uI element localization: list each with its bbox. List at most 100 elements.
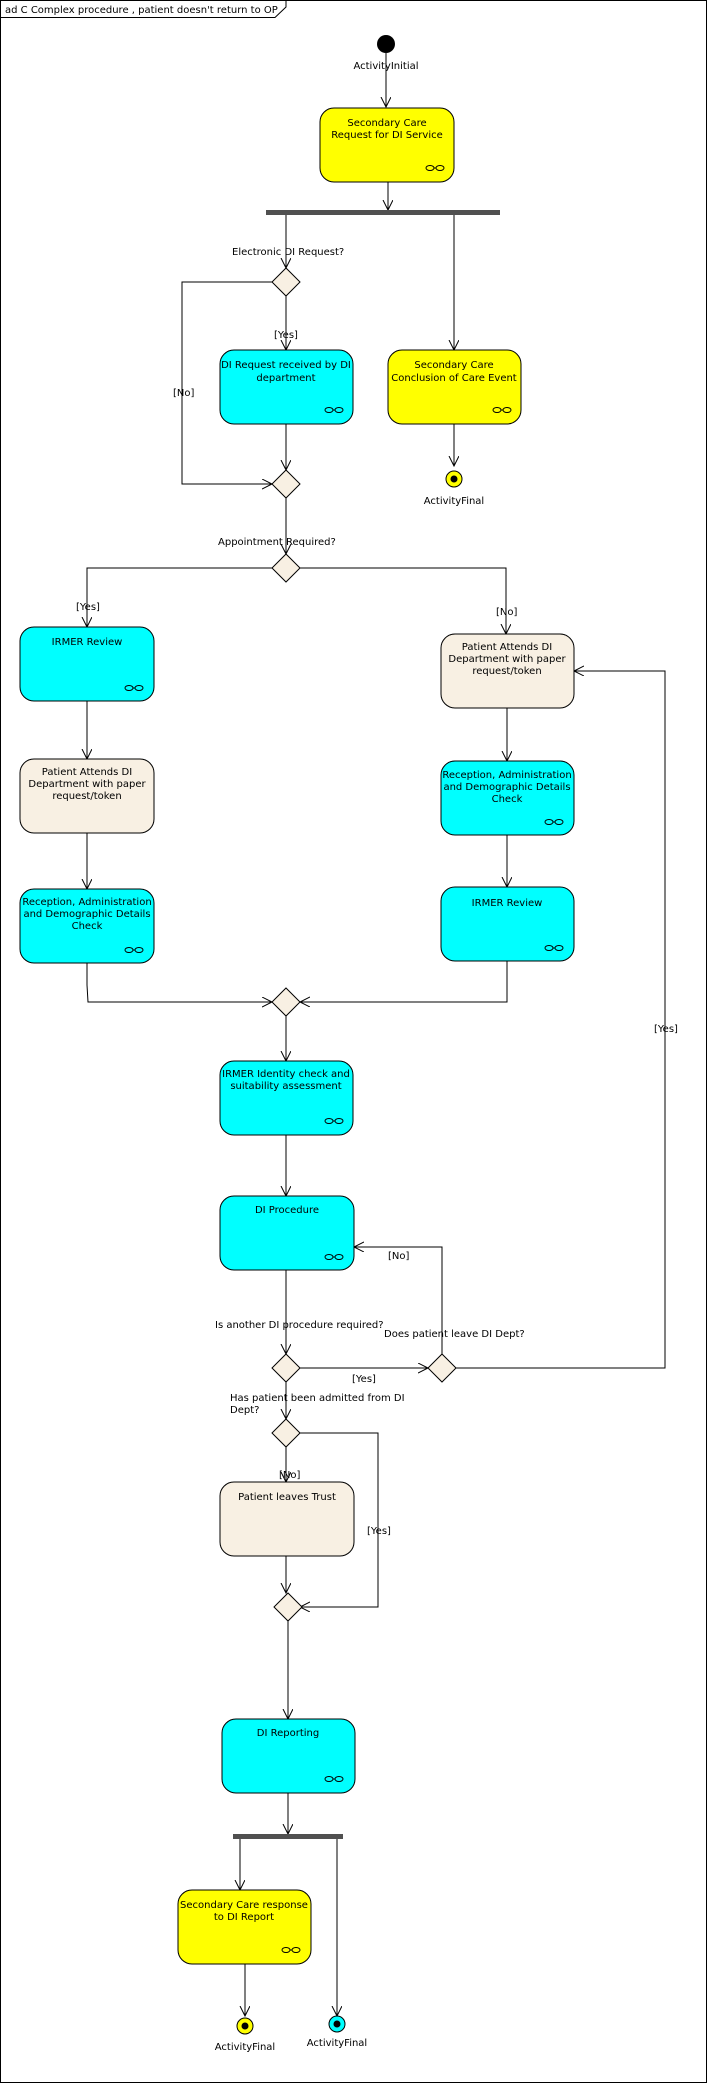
guard-label: [Yes] bbox=[654, 1024, 678, 1035]
decision-admitted: Has patient been admitted from DI Dept? … bbox=[230, 1393, 405, 1537]
activity-box bbox=[219, 349, 354, 425]
activity-patient-attends-right: Patient Attends DI Department with paper… bbox=[440, 633, 575, 709]
activity-label-line: Conclusion of Care Event bbox=[391, 373, 517, 384]
rake-icon bbox=[324, 1254, 344, 1260]
decision-label-line: Dept? bbox=[230, 1405, 259, 1416]
guard-label: [No] bbox=[173, 388, 195, 399]
activity-label-line: Check bbox=[492, 794, 523, 805]
decision-diamond bbox=[427, 1353, 457, 1383]
activity-box bbox=[440, 633, 575, 709]
edge-no-to-merge bbox=[181, 281, 272, 484]
edge-leave-no-to-procedure bbox=[354, 1247, 443, 1354]
initial-node: ActivityInitial bbox=[353, 35, 419, 72]
activity-label-line: Patient Attends DI bbox=[42, 767, 132, 778]
edges bbox=[86, 53, 666, 2016]
decision-electronic-request: Electronic DI Request? [Yes] [No] bbox=[173, 247, 344, 399]
activity-reception-check-left: Reception, Administration and Demographi… bbox=[19, 888, 155, 964]
guard-label: [Yes] bbox=[367, 1526, 391, 1537]
activity-label-line: suitability assessment bbox=[230, 1081, 341, 1092]
final-node-dot bbox=[241, 2022, 249, 2030]
activity-irmer-review-left: IRMER Review bbox=[19, 626, 155, 702]
edge-appt-yes bbox=[87, 567, 272, 627]
activity-box bbox=[440, 760, 575, 836]
final-node-label: ActivityFinal bbox=[215, 2042, 275, 2053]
decision-appointment-required: Appointment Required? [Yes] [No] bbox=[76, 537, 518, 618]
guard-label: [Yes] bbox=[274, 330, 298, 341]
activity-label-line: Patient leaves Trust bbox=[238, 1492, 336, 1503]
activity-irmer-review-right: IRMER Review bbox=[440, 886, 575, 962]
decision-label: Appointment Required? bbox=[218, 537, 336, 548]
activity-conclusion-of-care: Secondary Care Conclusion of Care Event bbox=[387, 349, 522, 425]
decision-another-procedure: Is another DI procedure required? [Yes] bbox=[215, 1320, 384, 1385]
final-node-label: ActivityFinal bbox=[307, 2038, 367, 2049]
rake-icon bbox=[544, 945, 564, 951]
activity-di-request-received: DI Request received by DI department bbox=[219, 349, 354, 425]
decision-label: Is another DI procedure required? bbox=[215, 1320, 384, 1331]
merge-diamond bbox=[271, 987, 301, 1017]
rake-icon bbox=[124, 685, 144, 691]
activity-label-line: request/token bbox=[472, 666, 541, 677]
final-node-label: ActivityFinal bbox=[424, 496, 484, 507]
activity-box bbox=[219, 1060, 354, 1136]
edge-admitted-yes-to-merge bbox=[300, 1432, 379, 1607]
guard-label: [No] bbox=[388, 1251, 410, 1262]
activity-box bbox=[319, 107, 455, 183]
edge-leave-yes-to-attends bbox=[456, 671, 666, 1369]
rake-icon bbox=[425, 165, 445, 171]
activity-label-line: Secondary Care response bbox=[180, 1900, 308, 1911]
initial-node-label: ActivityInitial bbox=[353, 61, 418, 72]
activity-box bbox=[19, 626, 155, 702]
decision-label: Does patient leave DI Dept? bbox=[384, 1329, 525, 1340]
guard-label: [Yes] bbox=[352, 1374, 376, 1385]
final-node-dot bbox=[333, 2020, 341, 2028]
rake-icon bbox=[324, 1118, 344, 1124]
final-node-dot bbox=[450, 475, 458, 483]
edge-left-to-merge bbox=[86, 963, 272, 1002]
activity-final-node: ActivityFinal bbox=[215, 2017, 275, 2053]
activity-box bbox=[219, 1481, 355, 1557]
merge-diamond bbox=[273, 1592, 303, 1622]
rake-icon bbox=[124, 947, 144, 953]
activity-label-line: IRMER Review bbox=[52, 637, 123, 648]
activity-label-line: Check bbox=[72, 921, 103, 932]
rake-icon bbox=[492, 407, 512, 413]
activity-patient-leaves-trust: Patient leaves Trust bbox=[219, 1481, 355, 1557]
activity-label-line: Reception, Administration bbox=[22, 897, 151, 908]
activity-final-node: ActivityFinal bbox=[424, 470, 484, 507]
activity-label-line: Secondary Care bbox=[347, 118, 426, 129]
activity-di-procedure: DI Procedure bbox=[219, 1195, 355, 1271]
guard-label: [No] bbox=[496, 607, 518, 618]
rake-icon bbox=[324, 1776, 344, 1782]
decision-diamond bbox=[271, 1418, 301, 1448]
activity-label-line: and Demographic Details bbox=[443, 782, 570, 793]
activity-box bbox=[19, 888, 155, 964]
rake-icon bbox=[281, 1947, 301, 1953]
activity-label-line: IRMER Identity check and bbox=[222, 1069, 350, 1080]
activity-label-line: Secondary Care bbox=[414, 360, 493, 371]
rake-icon bbox=[324, 407, 344, 413]
activity-secondary-care-request: Secondary Care Request for DI Service bbox=[319, 107, 455, 183]
activity-reception-check-right: Reception, Administration and Demographi… bbox=[440, 760, 575, 836]
edge-appt-no bbox=[300, 567, 506, 634]
fork-bar bbox=[233, 1834, 343, 1839]
activity-label-line: to DI Report bbox=[214, 1912, 274, 1923]
activity-secondary-care-response: Secondary Care response to DI Report bbox=[177, 1889, 312, 1965]
activity-irmer-identity-check: IRMER Identity check and suitability ass… bbox=[219, 1060, 354, 1136]
decision-diamond bbox=[271, 267, 301, 297]
decision-diamond bbox=[271, 1353, 301, 1383]
frame-title-tab bbox=[0, 0, 287, 18]
activity-box bbox=[177, 1889, 312, 1965]
activity-label-line: DI Reporting bbox=[257, 1728, 319, 1739]
activity-patient-attends-left: Patient Attends DI Department with paper… bbox=[19, 758, 155, 834]
guard-label: [No] bbox=[279, 1470, 301, 1481]
activity-box bbox=[221, 1718, 356, 1794]
activity-label-line: DI Request received by DI bbox=[221, 360, 351, 371]
frame-title: ad C Complex procedure , patient doesn't… bbox=[5, 5, 278, 16]
fork-bar bbox=[266, 210, 500, 215]
guard-label: [Yes] bbox=[76, 602, 100, 613]
decision-patient-leave: Does patient leave DI Dept? [No] [Yes] bbox=[384, 1024, 678, 1383]
activity-box bbox=[19, 758, 155, 834]
activity-box bbox=[219, 1195, 355, 1271]
activity-label-line: Department with paper bbox=[28, 779, 146, 790]
